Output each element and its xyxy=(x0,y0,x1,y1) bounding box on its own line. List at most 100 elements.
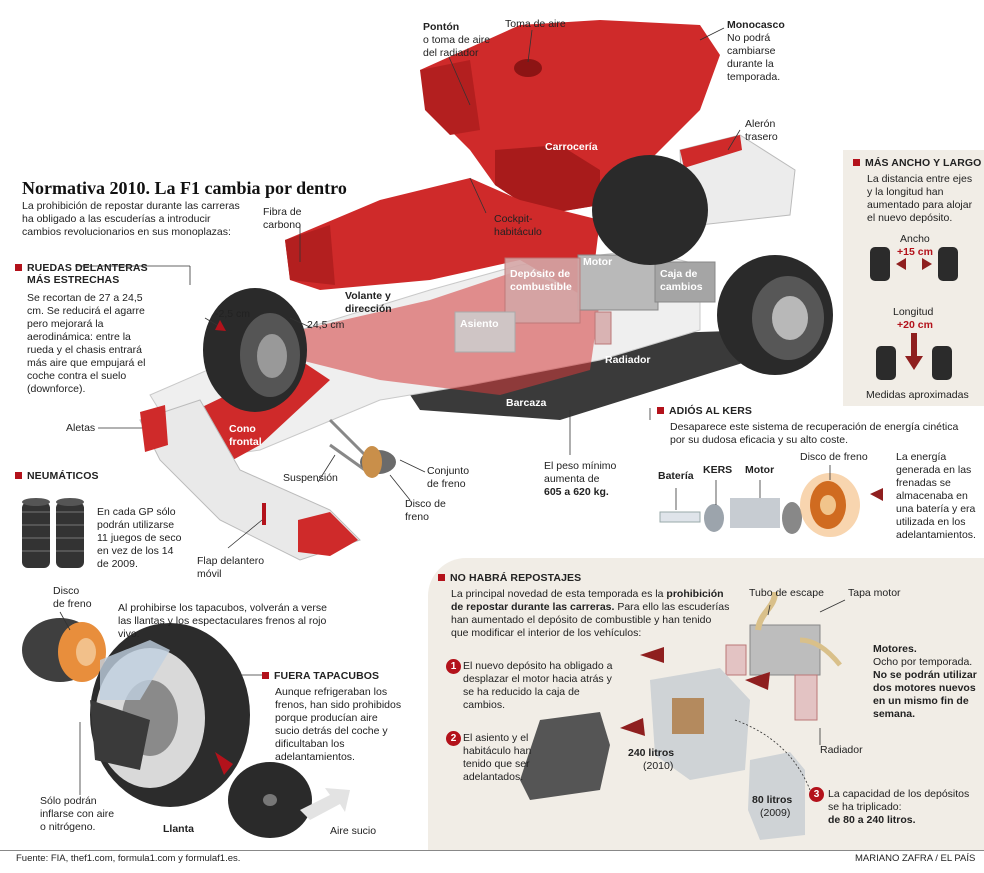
heading-marker xyxy=(438,574,445,581)
label-ponton-sub: o toma de aire del radiador xyxy=(423,34,491,59)
label-80-year: (2009) xyxy=(760,807,791,819)
label-tubo: Tubo de escape xyxy=(749,587,824,599)
label-cono: Cono frontal xyxy=(229,423,262,448)
heading-ruedas: RUEDAS DELANTERAS MÁS ESTRECHAS xyxy=(15,262,148,286)
step-2-text: El asiento y el habitáculo han tenido qu… xyxy=(463,732,532,783)
label-monocasco-title: Monocasco xyxy=(727,19,785,31)
seat-block xyxy=(454,311,516,353)
kers-text: Desaparece este sistema de recuperación … xyxy=(670,421,959,446)
heading-marker xyxy=(657,407,664,414)
label-240: 240 litros xyxy=(628,747,675,759)
tapacubos-llanta: Llanta xyxy=(163,823,194,835)
ancho-label: Ancho xyxy=(900,233,930,245)
repostajes-diagram xyxy=(520,591,846,840)
tapacubos-inflar: Sólo podrán inflarse con aire o nitrógen… xyxy=(40,795,115,833)
kers-disco: Disco de freno xyxy=(800,451,868,463)
label-aletas: Aletas xyxy=(66,422,96,434)
step-3-bold: de 80 a 240 litros. xyxy=(828,814,916,826)
label-peso-1: El peso mínimo aumenta de xyxy=(544,460,617,485)
footer-source: Fuente: FIA, thef1.com, formula1.com y f… xyxy=(16,853,241,864)
label-ponton-title: Pontón xyxy=(423,21,460,33)
wheel-detail xyxy=(22,611,350,838)
footer-rule xyxy=(0,850,984,851)
heading-marker xyxy=(15,264,22,271)
tapacubos-aire: Aire sucio xyxy=(330,825,377,837)
kers-diagram xyxy=(659,465,883,537)
ruedas-text: Se recortan de 27 a 24,5 cm. Se reducirá… xyxy=(27,292,146,395)
label-caja: Caja de cambios xyxy=(660,268,703,293)
heading-kers: ADIÓS AL KERS xyxy=(657,405,752,417)
heading-marker xyxy=(853,159,860,166)
ponton-intake xyxy=(420,60,480,135)
tapacubos-disco: Disco de freno xyxy=(53,585,92,610)
label-aleron: Alerón trasero xyxy=(745,118,778,143)
label-volante: Volante y dirección xyxy=(345,290,392,315)
repostajes-arrow-2 xyxy=(745,672,770,690)
label-conjunto: Conjunto de freno xyxy=(427,465,470,490)
step-3-text: La capacidad de los depósitos se ha trip… xyxy=(828,788,970,813)
heading-tapacubos: FUERA TAPACUBOS xyxy=(262,670,379,682)
page-title: Normativa 2010. La F1 cambia por dentro xyxy=(22,178,347,198)
longitud-label: Longitud xyxy=(893,306,934,318)
label-240-year: (2010) xyxy=(643,760,674,772)
dimension-tyres xyxy=(870,247,958,380)
seat-exploded xyxy=(520,712,610,800)
ancho-text: La distancia entre ejes y la longitud ha… xyxy=(867,173,973,224)
aleta-left xyxy=(140,405,168,452)
motores-bold: No se podrán utilizar dos motores nuevos… xyxy=(873,669,977,720)
step-3-badge: 3 xyxy=(809,787,824,802)
aleta-right xyxy=(298,512,358,556)
label-radiador: Radiador xyxy=(605,354,651,366)
toma-aire-hole xyxy=(514,59,542,77)
aire-sucio-arrow xyxy=(300,788,350,820)
label-tapa: Tapa motor xyxy=(848,587,901,599)
carroceria-shade xyxy=(495,145,600,215)
label-radiador-2: Radiador xyxy=(820,744,863,756)
label-fibra: Fibra de carbono xyxy=(263,206,302,231)
label-cockpit: Cockpit-habitáculo xyxy=(494,213,542,238)
label-asiento: Asiento xyxy=(460,318,499,330)
repostajes-intro: La principal novedad de esta temporada e… xyxy=(451,588,730,639)
page-lead: La prohibición de repostar durante las c… xyxy=(22,200,240,238)
heading-neumaticos: NEUMÁTICOS xyxy=(15,470,99,482)
tapacubos-intro: Al prohibirse los tapacubos, volverán a … xyxy=(118,602,327,640)
heading-marker xyxy=(15,472,22,479)
label-barcaza: Barcaza xyxy=(506,397,547,409)
label-motor: Motor xyxy=(583,256,613,268)
rear-tyre-top xyxy=(592,155,708,265)
heading-ancho: MÁS ANCHO Y LARGO xyxy=(853,157,981,169)
monocasco-exploded xyxy=(285,178,600,300)
radiador-block xyxy=(594,311,612,345)
label-monocasco-sub: No podrá cambiarse durante la temporada. xyxy=(727,32,781,83)
kers-bateria: Batería xyxy=(658,470,694,482)
heading-marker xyxy=(262,672,269,679)
label-flap: Flap delantero móvil xyxy=(197,555,265,580)
neumaticos-text: En cada GP sólo podrán utilizarse 11 jue… xyxy=(97,506,182,570)
kers-energia: La energía generada en las frenadas se a… xyxy=(896,451,976,541)
medidas-label: Medidas aproximadas xyxy=(866,389,969,401)
repostajes-arrow-3 xyxy=(620,718,645,736)
footer-credit: MARIANO ZAFRA / EL PAÍS xyxy=(855,853,976,864)
step-1-badge: 1 xyxy=(446,659,461,674)
label-carroceria: Carrocería xyxy=(545,141,598,153)
kers-motor: Motor xyxy=(745,464,775,476)
tapacubos-text: Aunque refrigeraban los frenos, han sido… xyxy=(275,686,402,763)
label-disco: Disco de freno xyxy=(405,498,446,523)
ancho-value: +15 cm xyxy=(897,246,933,258)
heading-repostajes: NO HABRÁ REPOSTAJES xyxy=(438,572,581,584)
rear-wing-red xyxy=(680,135,742,168)
step-1-text: El nuevo depósito ha obligado a desplaza… xyxy=(463,660,613,711)
deposito-80 xyxy=(748,752,805,840)
label-suspension: Suspensión xyxy=(283,472,338,484)
gearbox-block xyxy=(654,261,716,303)
label-w245: 24,5 cm xyxy=(307,319,345,331)
step-2-badge: 2 xyxy=(446,731,461,746)
label-minus25: -2,5 cm xyxy=(215,308,251,320)
label-peso-2: 605 a 620 kg. xyxy=(544,486,609,498)
kers-kers: KERS xyxy=(703,464,733,476)
label-toma-aire: Toma de aire xyxy=(505,18,566,30)
label-deposito: Depósito de combustible xyxy=(510,268,572,293)
tyre-stack xyxy=(22,498,84,568)
monocasco-tip xyxy=(285,225,335,285)
